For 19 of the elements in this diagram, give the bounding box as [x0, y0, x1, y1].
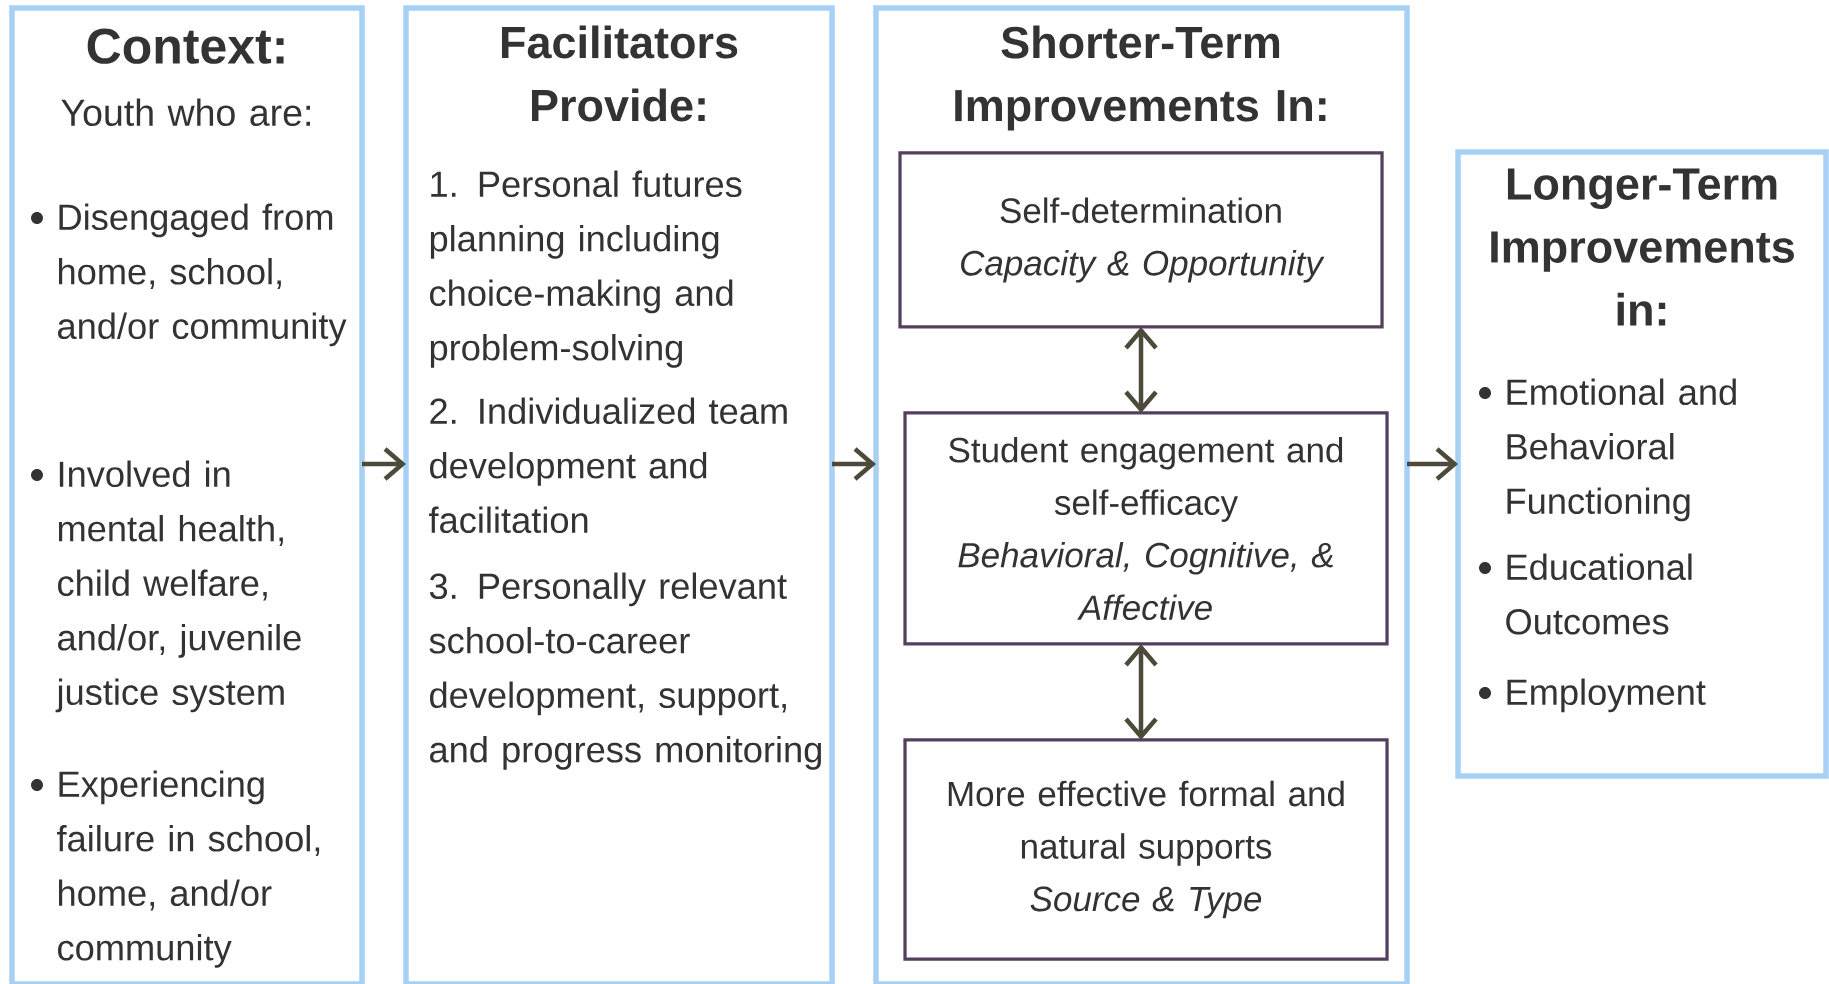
- heading: Longer-Term Improvements in:: [1491, 168, 1794, 326]
- heading: Youth who are:: [61, 98, 310, 126]
- numbered-item: 1. Personal futures planning including choice-making and problem-solving: [430, 170, 742, 368]
- outcome-box: Self-determination Capacity & Opportunity: [898, 151, 1384, 329]
- heading: Shorter-Term Improvements In:: [955, 25, 1326, 131]
- outcome-box: Student engagement and self-efficacy Behavioral, Cognitive, & Affective: [903, 411, 1389, 646]
- bullet-item: Educational Outcomes: [1506, 553, 1692, 635]
- numbered-item: 2. Individualized team development and facilitation: [429, 397, 787, 534]
- heading: Facilitators Provide:: [502, 25, 738, 122]
- bullet-item: Experiencing failure in school, home, and/or community: [57, 770, 320, 968]
- heading: Context:: [87, 28, 284, 64]
- outcome-box: More effective formal and natural supports Source & Type: [903, 738, 1389, 961]
- bullet-item: Involved in mental health, child welfare, and/or, juvenile justice system: [55, 460, 301, 713]
- double-arrow: [1124, 327, 1158, 413]
- bullet-item: Disengaged from home, school, and/or community: [58, 203, 347, 347]
- numbered-item: 3. Personally relevant school-to-career development, support, and progress monitoring: [429, 572, 822, 770]
- bullet-item: Emotional and Behavioral Functioning: [1507, 378, 1736, 522]
- bullet-item: Employment: [1507, 678, 1706, 713]
- double-arrow: [1124, 644, 1158, 740]
